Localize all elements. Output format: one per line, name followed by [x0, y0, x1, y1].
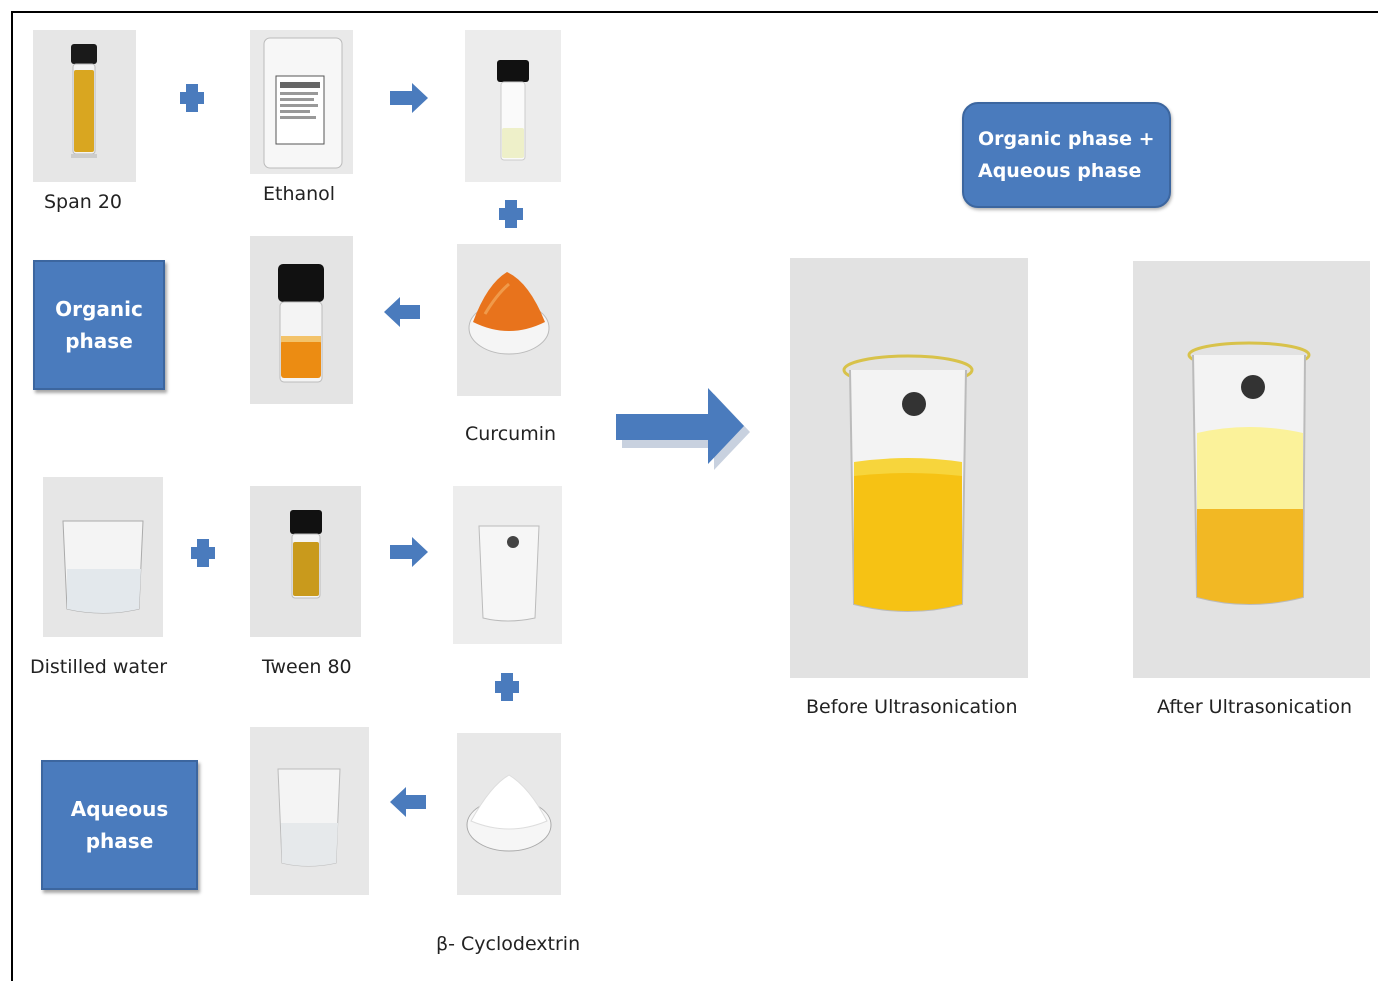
organic-phase-box: Organic phase — [33, 260, 165, 390]
plus-icon — [495, 673, 519, 701]
aqueous-beaker-photo — [250, 727, 369, 895]
big-arrow-right-icon — [616, 384, 756, 490]
arrow-left-icon — [390, 787, 426, 817]
beta-cyclodextrin-label: β- Cyclodextrin — [436, 933, 581, 955]
beta-cyclodextrin-photo — [457, 733, 561, 895]
plus-icon — [191, 539, 215, 567]
arrow-left-icon — [384, 297, 420, 327]
span20-photo — [33, 30, 136, 182]
combined-phase-box: Organic phase + Aqueous phase — [962, 102, 1171, 208]
organic-vial-photo — [250, 236, 353, 404]
arrow-right-icon — [390, 537, 428, 567]
combined-phase-line1: Organic phase + — [978, 128, 1155, 150]
aqueous-phase-line2: phase — [85, 829, 154, 853]
mixture-vial-photo — [465, 30, 561, 182]
combined-phase-line2: Aqueous phase — [978, 160, 1142, 182]
aqueous-mix-beaker-photo — [453, 486, 562, 644]
before-ultrasonication-photo — [790, 258, 1028, 678]
aqueous-phase-line1: Aqueous — [70, 797, 169, 821]
after-ultrasonication-label: After Ultrasonication — [1157, 696, 1353, 718]
distilled-water-label: Distilled water — [30, 656, 168, 678]
arrow-right-icon — [390, 83, 428, 113]
tween80-label: Tween 80 — [262, 656, 352, 678]
plus-icon — [180, 84, 204, 112]
aqueous-phase-box: Aqueous phase — [41, 760, 198, 890]
curcumin-label: Curcumin — [465, 423, 557, 445]
span20-label: Span 20 — [44, 191, 123, 213]
plus-icon — [499, 200, 523, 228]
ethanol-photo — [250, 30, 353, 174]
after-ultrasonication-photo — [1133, 261, 1370, 678]
before-ultrasonication-label: Before Ultrasonication — [806, 696, 1018, 718]
ethanol-label: Ethanol — [263, 183, 336, 205]
organic-phase-line1: Organic — [55, 297, 143, 321]
figure-frame — [11, 11, 1378, 981]
curcumin-photo — [457, 244, 561, 396]
distilled-water-photo — [43, 477, 163, 637]
organic-phase-line2: phase — [65, 329, 133, 353]
tween80-photo — [250, 486, 361, 637]
